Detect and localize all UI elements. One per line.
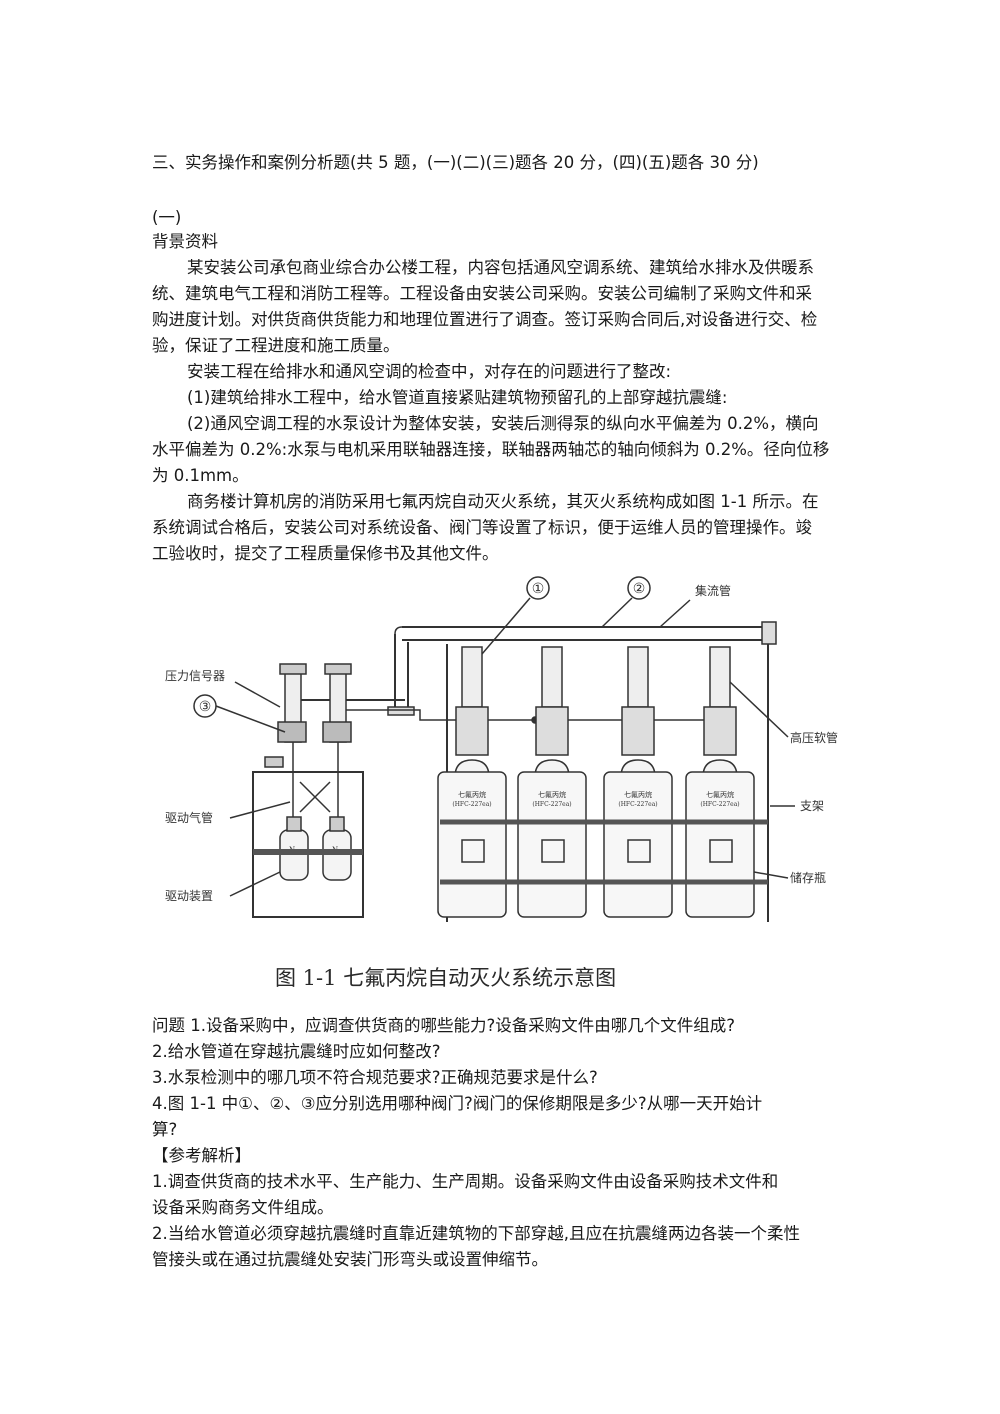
marker-2: ② — [633, 581, 646, 597]
paragraph-line: (2)通风空调工程的水泵设计为整体安装，安装后测得泵的纵向水平偏差为 0.2%，… — [187, 414, 819, 433]
bottle-label-code: (HFC-227ea) — [700, 801, 739, 808]
question-line: 算? — [152, 1120, 178, 1139]
label-pressure-switch: 压力信号器 — [165, 669, 225, 683]
fire-suppression-diagram: N₂ N₂ — [150, 572, 850, 1002]
background-label: 背景资料 — [152, 232, 218, 251]
bottle-label-name: 七氟丙烷 — [458, 790, 486, 799]
drive-device-frame — [252, 771, 364, 918]
marker-2-circle — [627, 576, 651, 600]
label-storage-bottle: 储存瓶 — [790, 870, 826, 885]
paragraph-line: 安装工程在给排水和通风空调的检查中，对存在的问题进行了整改: — [187, 362, 672, 381]
paragraph-line: 工验收时，提交了工程质量保修书及其他文件。 — [152, 544, 499, 563]
paragraph-line: 某安装公司承包商业综合办公楼工程，内容包括通风空调系统、建筑给水排水及供暖系 — [187, 258, 814, 277]
bottle-label-name: 七氟丙烷 — [624, 790, 652, 799]
question-line: 2.给水管道在穿越抗震缝时应如何整改? — [152, 1042, 441, 1061]
paragraph-line: 水平偏差为 0.2%:水泵与电机采用联轴器连接，联轴器两轴芯的轴向倾斜为 0.2… — [152, 440, 830, 459]
storage-bottle-3 — [603, 646, 673, 918]
bottle-label-code: (HFC-227ea) — [532, 801, 571, 808]
drive-valve-right — [322, 663, 352, 743]
answer-line: 管接头或在通过抗震缝处安装门形弯头或设置伸缩节。 — [152, 1250, 548, 1269]
drive-valve-left — [264, 663, 307, 768]
marker-1-circle — [526, 576, 550, 600]
bottle-label-code: (HFC-227ea) — [452, 801, 491, 808]
bottle-label-name: 七氟丙烷 — [538, 790, 566, 799]
paragraph-line: 购进度计划。对供货商供货能力和地理位置进行了调查。签订采购合同后,对设备进行交、… — [152, 310, 818, 329]
question-line: 问题 1.设备采购中，应调查供货商的哪些能力?设备采购文件由哪几个文件组成? — [152, 1016, 736, 1035]
label-drive-gas-pipe: 驱动气管 — [165, 810, 213, 825]
paragraph-line: 验，保证了工程进度和施工质量。 — [152, 336, 400, 355]
label-manifold: 集流管 — [695, 583, 731, 598]
question-line: 4.图 1-1 中①、②、③应分别选用哪种阀门?阀门的保修期限是多少?从哪一天开… — [152, 1094, 763, 1113]
answer-line: 设备采购商务文件组成。 — [152, 1198, 334, 1217]
paragraph-line: 统、建筑电气工程和消防工程等。工程设备由安装公司采购。安装公司编制了采购文件和采 — [152, 284, 812, 303]
case-label: (一) — [152, 208, 182, 227]
storage-bottle-4 — [685, 646, 755, 918]
bottle-label-name: 七氟丙烷 — [706, 790, 734, 799]
paragraph-line: 为 0.1mm。 — [152, 466, 249, 485]
bottle-label-code: (HFC-227ea) — [618, 801, 657, 808]
paragraph-line: 商务楼计算机房的消防采用七氟丙烷自动灭火系统，其灭火系统构成如图 1-1 所示。… — [187, 492, 819, 511]
label-hose: 高压软管 — [790, 730, 838, 745]
answer-heading: 【参考解析】 — [152, 1146, 251, 1165]
answer-line: 1.调查供货商的技术水平、生产能力、生产周期。设备采购文件由设备采购技术文件和 — [152, 1172, 779, 1191]
storage-bottle-2 — [517, 646, 587, 918]
question-line: 3.水泵检测中的哪几项不符合规范要求?正确规范要求是什么? — [152, 1068, 598, 1087]
marker-1: ① — [532, 581, 545, 597]
label-drive-device: 驱动装置 — [165, 889, 213, 903]
answer-line: 2.当给水管道必须穿越抗震缝时直靠近建筑物的下部穿越,且应在抗震缝两边各装一个柔… — [152, 1224, 800, 1243]
section-heading: 三、实务操作和案例分析题(共 5 题，(一)(二)(三)题各 20 分，(四)(… — [152, 153, 759, 172]
figure-caption: 图 1-1 七氟丙烷自动灭火系统示意图 — [275, 966, 617, 990]
marker-3: ③ — [199, 699, 212, 715]
paragraph-line: (1)建筑给排水工程中，给水管道直接紧贴建筑物预留孔的上部穿越抗震缝: — [187, 388, 728, 407]
label-bracket: 支架 — [800, 799, 824, 813]
paragraph-line: 系统调试合格后，安装公司对系统设备、阀门等设置了标识，便于运维人员的管理操作。竣 — [152, 518, 812, 537]
storage-bottle-1 — [437, 646, 507, 918]
